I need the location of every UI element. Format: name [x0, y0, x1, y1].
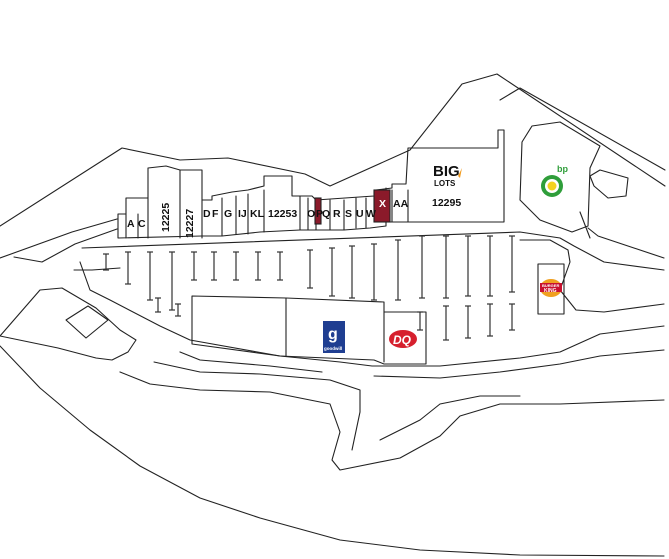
- unit-label-p[interactable]: P: [316, 208, 323, 220]
- unit-label-s[interactable]: S: [345, 208, 352, 220]
- unit-label-aa[interactable]: AA: [393, 198, 409, 210]
- unit-label-f[interactable]: F: [212, 208, 219, 220]
- unit-label-g[interactable]: G: [224, 208, 232, 220]
- bp-sunflower-center-icon: [547, 181, 557, 191]
- unit-p-highlight[interactable]: [314, 197, 322, 225]
- unit-label-12253[interactable]: 12253: [268, 208, 297, 220]
- unit-label-q[interactable]: Q: [322, 208, 330, 220]
- bk-logo-burger: BURGER: [542, 283, 559, 288]
- big-lots-spark-icon: [458, 168, 462, 178]
- unit-label-kl[interactable]: KL: [250, 208, 265, 220]
- unit-label-d[interactable]: D: [203, 208, 211, 220]
- goodwill-logo-text: goodwill: [324, 346, 342, 351]
- unit-label-12295[interactable]: 12295: [432, 197, 461, 209]
- unit-label-c[interactable]: C: [138, 218, 146, 230]
- road-outlines: [0, 73, 666, 557]
- unit-label-12225[interactable]: 12225: [160, 203, 172, 232]
- bp-logo[interactable]: bp: [541, 164, 568, 197]
- unit-label-w[interactable]: W: [366, 208, 376, 220]
- goodwill-logo-box: [323, 321, 345, 353]
- big-lots-logo-big: BIG: [433, 163, 460, 180]
- unit-label-a[interactable]: A: [127, 218, 135, 230]
- bk-logo-king: KING: [544, 288, 557, 294]
- burger-king-logo[interactable]: BURGER KING: [540, 279, 562, 297]
- unit-label-x[interactable]: X: [379, 198, 386, 210]
- goodwill-logo[interactable]: g goodwill: [323, 321, 345, 353]
- unit-label-ij[interactable]: IJ: [238, 208, 247, 220]
- outparcel-buildings: [191, 263, 565, 365]
- bk-band-icon: [540, 283, 562, 292]
- dq-oval-icon: [389, 330, 417, 348]
- big-lots-logo[interactable]: BIG LOTS: [433, 163, 462, 188]
- unit-label-12227[interactable]: 12227: [184, 209, 196, 238]
- dq-logo-text: DQ: [393, 333, 412, 347]
- unit-label-r[interactable]: R: [333, 208, 341, 220]
- bp-logo-text: bp: [557, 164, 568, 174]
- unit-x-highlight[interactable]: [373, 189, 391, 223]
- unit-label-o[interactable]: O: [307, 208, 315, 220]
- dairy-queen-logo[interactable]: DQ: [389, 330, 417, 348]
- unit-label-u[interactable]: U: [356, 208, 364, 220]
- parking-stalls: [103, 235, 515, 341]
- unit-labels: A C 12225 12227 D F G IJ KL 12253 O P Q …: [127, 197, 461, 238]
- big-lots-logo-lots: LOTS: [434, 179, 456, 188]
- goodwill-g-icon: g: [328, 326, 338, 343]
